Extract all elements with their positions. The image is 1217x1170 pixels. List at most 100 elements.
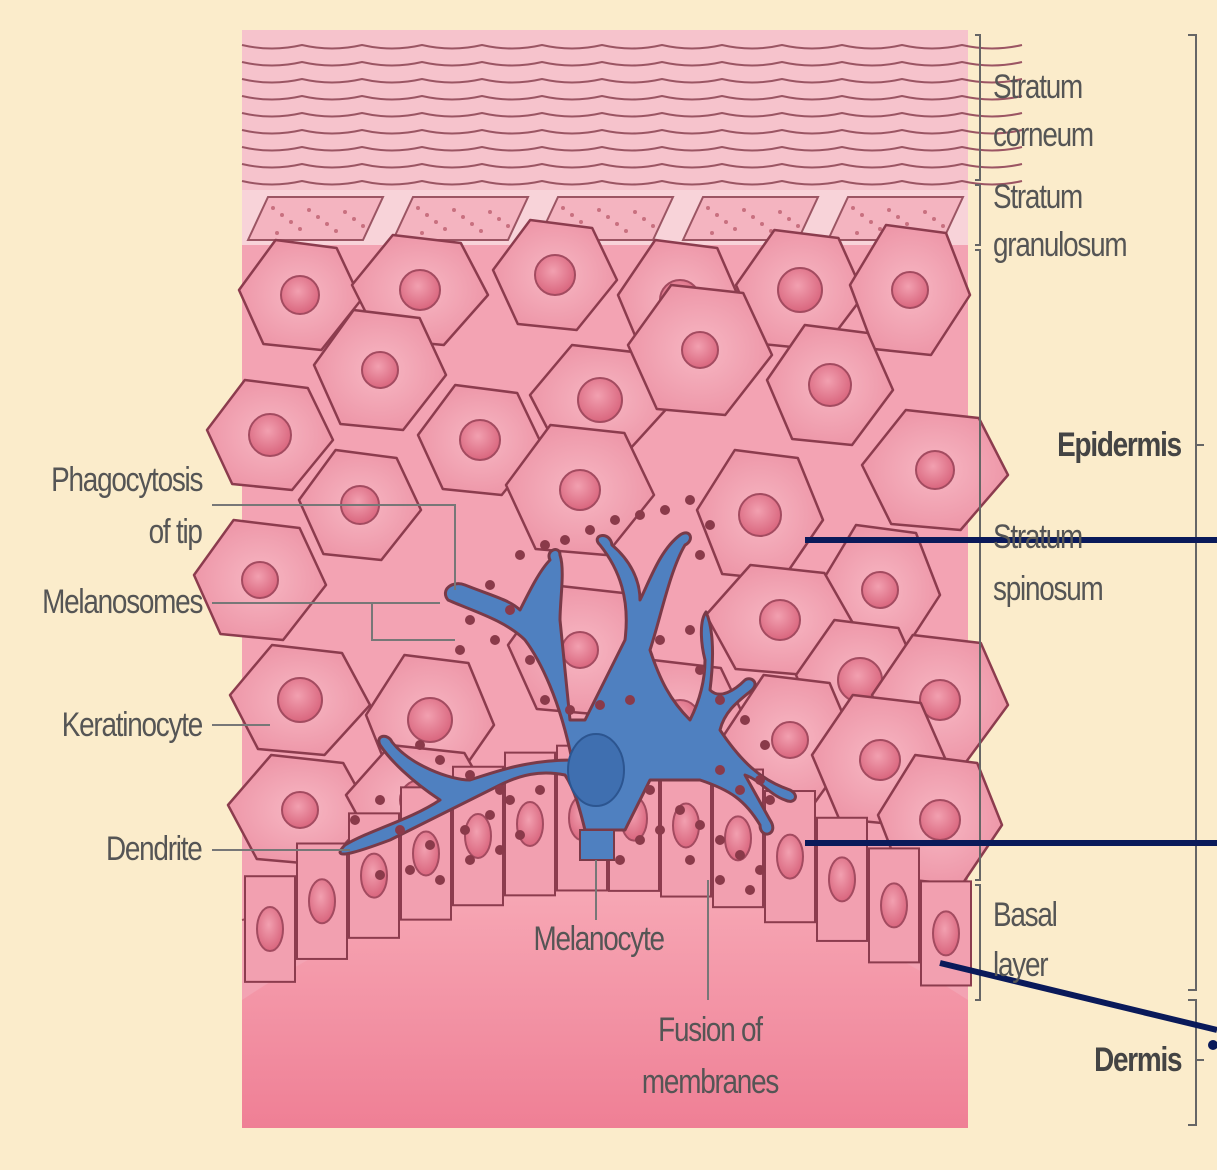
keratohyalin-granule xyxy=(633,210,637,214)
keratinocyte-nucleus xyxy=(460,420,500,460)
pointer-dot xyxy=(1208,1040,1217,1050)
melanosome xyxy=(755,865,765,875)
basal-cell-nucleus xyxy=(881,883,907,927)
keratinocyte-nucleus xyxy=(860,740,900,780)
keratohyalin-granule xyxy=(307,208,311,212)
melanosome xyxy=(635,510,645,520)
melanosome xyxy=(435,755,445,765)
melanosome xyxy=(350,815,360,825)
keratinocyte-nucleus xyxy=(578,378,622,422)
keratohyalin-granule xyxy=(742,208,746,212)
label-phagocytosis-1: Phagocytosis xyxy=(51,463,202,497)
keratohyalin-granule xyxy=(855,231,859,235)
keratohyalin-granule xyxy=(760,222,764,226)
keratohyalin-granule xyxy=(615,222,619,226)
melanosome xyxy=(525,655,535,665)
melanosome xyxy=(535,785,545,795)
label-stratum-spinosum-1: Stratum xyxy=(993,520,1082,554)
label-stratum-spinosum-2: spinosum xyxy=(993,572,1102,606)
keratohyalin-granule xyxy=(425,213,429,217)
keratohyalin-granule xyxy=(896,215,900,219)
keratinocyte-nucleus xyxy=(278,678,322,722)
keratohyalin-granule xyxy=(860,213,864,217)
melanosome xyxy=(465,770,475,780)
keratinocyte-nucleus xyxy=(682,332,718,368)
keratohyalin-granule xyxy=(443,227,447,231)
keratinocyte-nucleus xyxy=(400,270,440,310)
granulosum-cell xyxy=(393,197,528,240)
melanosome xyxy=(465,855,475,865)
melanosome xyxy=(425,840,435,850)
keratohyalin-granule xyxy=(479,229,483,233)
keratohyalin-granule xyxy=(497,217,501,221)
melanosome xyxy=(715,835,725,845)
keratohyalin-granule xyxy=(932,217,936,221)
keratohyalin-granule xyxy=(416,206,420,210)
label-melanocyte: Melanocyte xyxy=(534,922,657,956)
keratohyalin-granule xyxy=(298,227,302,231)
keratohyalin-granule xyxy=(570,213,574,217)
label-keratinocyte: Keratinocyte xyxy=(62,708,202,742)
keratohyalin-granule xyxy=(452,208,456,212)
melanosome xyxy=(610,515,620,525)
melanosome xyxy=(595,700,605,710)
keratohyalin-granule xyxy=(851,206,855,210)
basal-cell-nucleus xyxy=(257,907,283,951)
basal-cell-nucleus xyxy=(829,857,855,901)
stratum-corneum-layer xyxy=(242,30,1022,190)
keratinocyte-nucleus xyxy=(916,451,954,489)
keratohyalin-granule xyxy=(420,231,424,235)
keratohyalin-granule xyxy=(606,215,610,219)
keratohyalin-granule xyxy=(352,217,356,221)
melanosome xyxy=(490,635,500,645)
keratohyalin-granule xyxy=(434,220,438,224)
melanosome xyxy=(735,850,745,860)
keratinocyte-nucleus xyxy=(560,470,600,510)
melanosome xyxy=(405,865,415,875)
basal-cell-nucleus xyxy=(465,814,491,858)
melanosome xyxy=(465,615,475,625)
keratinocyte-nucleus xyxy=(281,276,319,314)
keratinocyte-nucleus xyxy=(249,414,291,456)
keratohyalin-granule xyxy=(706,206,710,210)
melanosome xyxy=(695,665,705,675)
keratinocyte-nucleus xyxy=(772,722,808,758)
melanosome xyxy=(685,625,695,635)
keratohyalin-granule xyxy=(280,213,284,217)
keratinocyte-nucleus xyxy=(362,352,398,388)
keratohyalin-granule xyxy=(624,229,628,233)
keratohyalin-granule xyxy=(361,224,365,228)
keratohyalin-granule xyxy=(715,213,719,217)
keratohyalin-granule xyxy=(316,215,320,219)
melanosome xyxy=(560,535,570,545)
label-epidermis: Epidermis xyxy=(1057,428,1181,462)
melanosome xyxy=(675,805,685,815)
keratohyalin-granule xyxy=(289,220,293,224)
melanosome xyxy=(460,825,470,835)
label-fusion-2: membranes xyxy=(636,1065,784,1099)
melanosome xyxy=(415,740,425,750)
keratohyalin-granule xyxy=(488,210,492,214)
stratum-granulosum-layer xyxy=(242,190,968,245)
label-basal-layer-1: Basal xyxy=(993,898,1057,932)
keratohyalin-granule xyxy=(869,220,873,224)
keratinocyte-nucleus xyxy=(809,364,851,406)
keratohyalin-granule xyxy=(724,220,728,224)
melanosome xyxy=(515,830,525,840)
keratohyalin-granule xyxy=(905,222,909,226)
melanosome xyxy=(395,825,405,835)
keratohyalin-granule xyxy=(275,231,279,235)
melanosome xyxy=(735,785,745,795)
keratinocyte-nucleus xyxy=(739,494,781,536)
label-dermis: Dermis xyxy=(1094,1043,1181,1077)
melanosome xyxy=(625,695,635,705)
keratohyalin-granule xyxy=(733,227,737,231)
label-dendrite: Dendrite xyxy=(106,832,202,866)
melanosome xyxy=(715,875,725,885)
melanosome xyxy=(715,765,725,775)
keratohyalin-granule xyxy=(778,210,782,214)
keratohyalin-granule xyxy=(343,210,347,214)
melanosome xyxy=(485,580,495,590)
keratinocyte-nucleus xyxy=(892,272,928,308)
label-basal-layer-2: layer xyxy=(993,948,1047,982)
